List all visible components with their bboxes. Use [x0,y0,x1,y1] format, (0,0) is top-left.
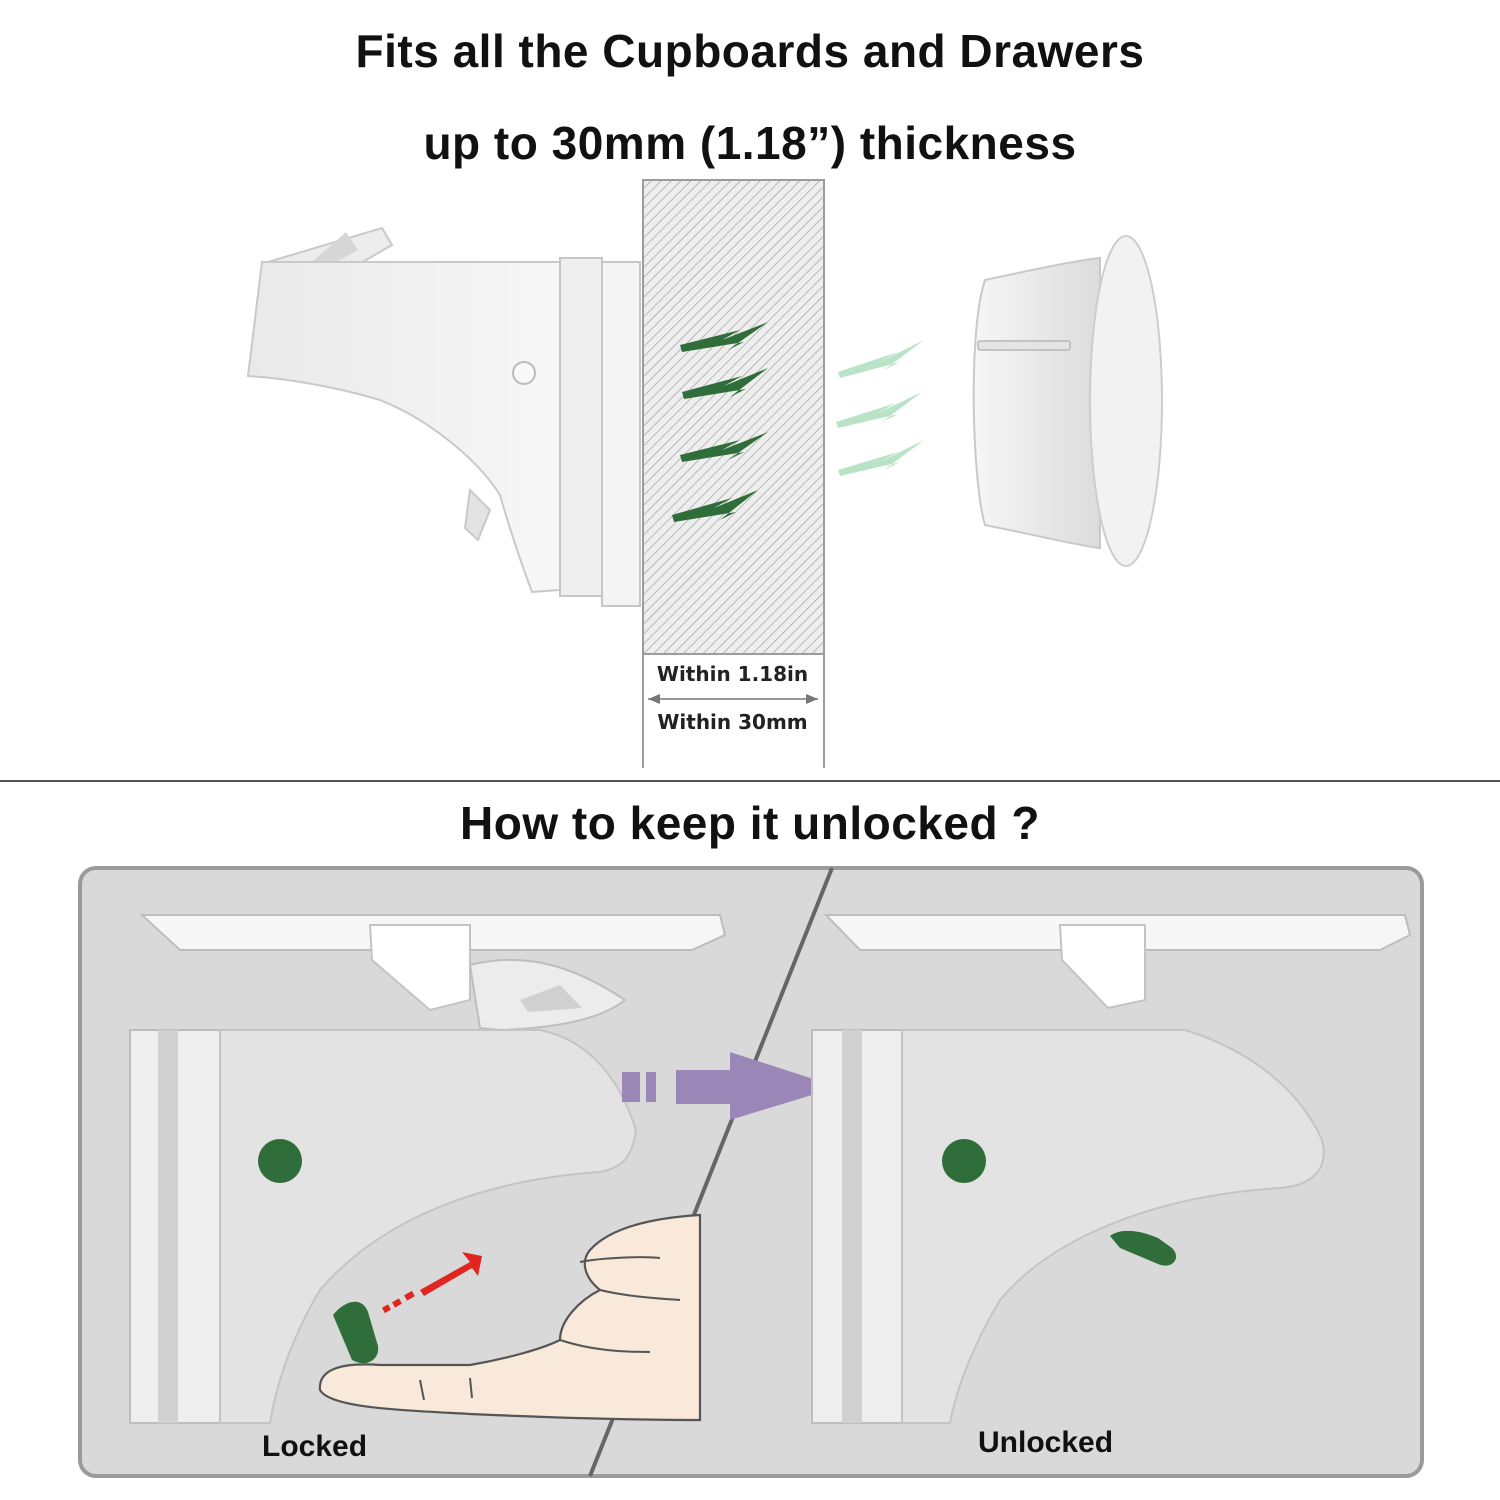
section-divider [0,780,1500,782]
release-tab-icon [333,1301,379,1364]
locked-indicator-dot [258,1139,302,1183]
lock-button-icon [512,361,536,385]
unlocked-scene [811,914,1412,1424]
measurement-imperial: Within 1.18in [656,662,809,686]
cupboard-panel-cross-section [642,179,825,768]
measurement-metric: Within 30mm [657,710,808,734]
push-direction-arrow-icon [381,1252,482,1314]
title-line-2: up to 30mm (1.18”) thickness [423,117,1077,169]
hand-illustration [318,1213,702,1422]
unlocked-label: Unlocked [978,1426,1114,1459]
section-heading: How to keep it unlocked ? [460,797,1040,849]
unlocked-indicator-dot [942,1139,986,1183]
locked-scene [129,914,727,1424]
magnetic-field-icon [672,322,768,522]
release-tab-icon [1110,1230,1177,1266]
instruction-panel [78,866,1424,1478]
transition-arrow-icon [622,1052,838,1120]
catch-hook [368,924,471,1012]
magnetic-key-illustration [972,235,1163,567]
magnetic-waves-icon [836,340,924,476]
locked-label: Locked [262,1430,368,1463]
magnetic-lock-illustration [246,226,641,607]
title-line-1: Fits all the Cupboards and Drawers [355,25,1145,77]
catch-hook [1058,924,1146,1010]
